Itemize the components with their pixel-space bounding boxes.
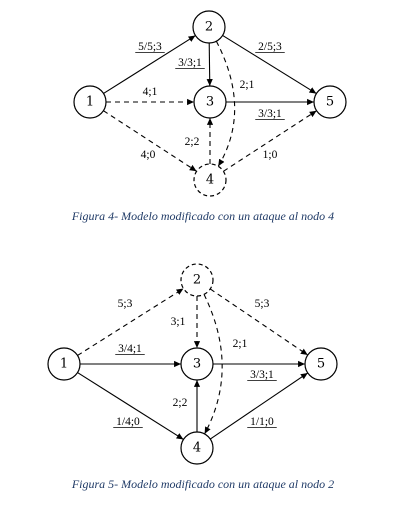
- node-label-3: 3: [206, 95, 214, 110]
- edge-2-to-4: [203, 294, 223, 435]
- edge-label-1-3: 3/4;1: [118, 343, 142, 355]
- edge-2-to-3: [206, 42, 213, 87]
- node-label-1: 1: [86, 95, 94, 110]
- node-5: 5: [304, 347, 338, 381]
- node-label-3: 3: [193, 357, 201, 372]
- node-circle-4: [180, 431, 214, 465]
- node-4: 4: [193, 163, 227, 197]
- edge-label-4-5: 1/1;0: [250, 416, 274, 428]
- node-circle-3: [193, 85, 227, 119]
- edge-1-to-4: [103, 110, 197, 172]
- node-2: 2: [180, 263, 214, 297]
- node-label-5: 5: [326, 95, 334, 110]
- edge-label-1-2: 5;3: [118, 298, 133, 310]
- figure-5: 5;3 3/4;1 1/4;0 3;1 2;1 5;3 3/3;1 2;2 1/1;0 1 2 3 4 5…: [47, 263, 338, 491]
- node-label-2: 2: [193, 273, 201, 288]
- edge-label-2-3: 3/3;1: [178, 57, 202, 69]
- node-1: 1: [47, 347, 81, 381]
- edge-label-2-5: 2/5;3: [258, 41, 282, 53]
- edge-2-to-5: [209, 288, 309, 356]
- edge-label-4-3: 2;2: [185, 136, 200, 148]
- node-circle-1: [47, 347, 81, 381]
- node-label-4: 4: [193, 441, 201, 456]
- edge-1-to-4: [77, 372, 184, 440]
- node-circle-5: [304, 347, 338, 381]
- node-1: 1: [73, 85, 107, 119]
- node-label-5: 5: [317, 357, 325, 372]
- node-label-2: 2: [205, 20, 213, 35]
- edge-label-3-5: 3/3;1: [250, 369, 274, 381]
- node-3: 3: [180, 347, 214, 381]
- node-circle-4: [193, 163, 227, 197]
- edge-1-to-2: [77, 288, 184, 356]
- node-label-1: 1: [60, 357, 68, 372]
- edge-label-2-4: 2;1: [240, 79, 255, 91]
- edge-label-2-3: 3;1: [171, 316, 186, 328]
- node-5: 5: [313, 85, 347, 119]
- figure-caption: Figura 5- Modelo modificado con un ataqu…: [71, 477, 334, 491]
- edge-4-to-5: [209, 372, 309, 440]
- figure-caption: Figura 4- Modelo modificado con un ataqu…: [71, 209, 334, 223]
- node-circle-5: [313, 85, 347, 119]
- node-circle-2: [192, 10, 226, 44]
- edge-label-1-4: 1/4;0: [116, 416, 140, 428]
- node-circle-1: [73, 85, 107, 119]
- edge-4-to-5: [223, 110, 317, 172]
- edge-2-to-5: [222, 34, 317, 95]
- edge-label-1-3: 4;1: [143, 86, 158, 98]
- edge-label-2-5: 5;3: [255, 298, 270, 310]
- edge-label-4-5: 1;0: [263, 149, 278, 161]
- edge-label-1-2: 5/5;3: [138, 41, 162, 53]
- node-3: 3: [193, 85, 227, 119]
- edge-label-1-4: 4;0: [141, 149, 156, 161]
- node-4: 4: [180, 431, 214, 465]
- figure-4: 5/5;3 4;1 4;0 3/3;1 2;1 2/5;3 3/3;1 2;2 1;0 1 2 3 4 5…: [71, 10, 347, 223]
- edge-label-2-4: 2;1: [233, 338, 248, 350]
- node-circle-3: [180, 347, 214, 381]
- edge-label-4-3: 2;2: [173, 397, 188, 409]
- node-2: 2: [192, 10, 226, 44]
- node-label-4: 4: [206, 173, 214, 188]
- edge-1-to-2: [103, 35, 196, 94]
- edge-label-3-5: 3/3;1: [258, 108, 282, 120]
- node-circle-2: [180, 263, 214, 297]
